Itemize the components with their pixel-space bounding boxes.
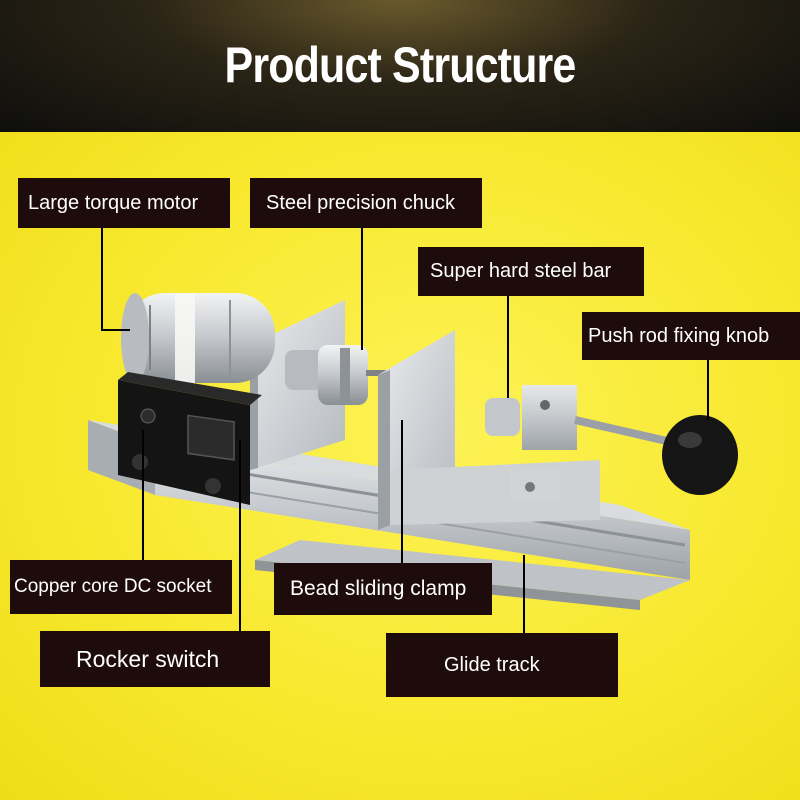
label-bead-sliding-clamp: Bead sliding clamp	[274, 563, 492, 615]
label-super-hard-steel-bar: Super hard steel bar	[418, 247, 644, 296]
switch-box	[118, 372, 262, 505]
label-copper-core-dc-socket: Copper core DC socket	[10, 560, 232, 614]
push-rod-knob	[662, 415, 738, 495]
header-banner: Product Structure	[0, 0, 800, 132]
label-rocker-switch: Rocker switch	[40, 631, 270, 687]
label-large-torque-motor: Large torque motor	[18, 178, 230, 228]
label-push-rod-fixing-knob: Push rod fixing knob	[582, 312, 800, 360]
leader-motor	[101, 228, 130, 331]
page-title: Product Structure	[224, 37, 577, 93]
motor-body	[121, 293, 275, 383]
label-glide-track: Glide track	[386, 633, 618, 697]
steel-bar-fixture	[485, 385, 681, 500]
sliding-clamp	[378, 330, 600, 530]
label-steel-precision-chuck: Steel precision chuck	[250, 178, 482, 228]
